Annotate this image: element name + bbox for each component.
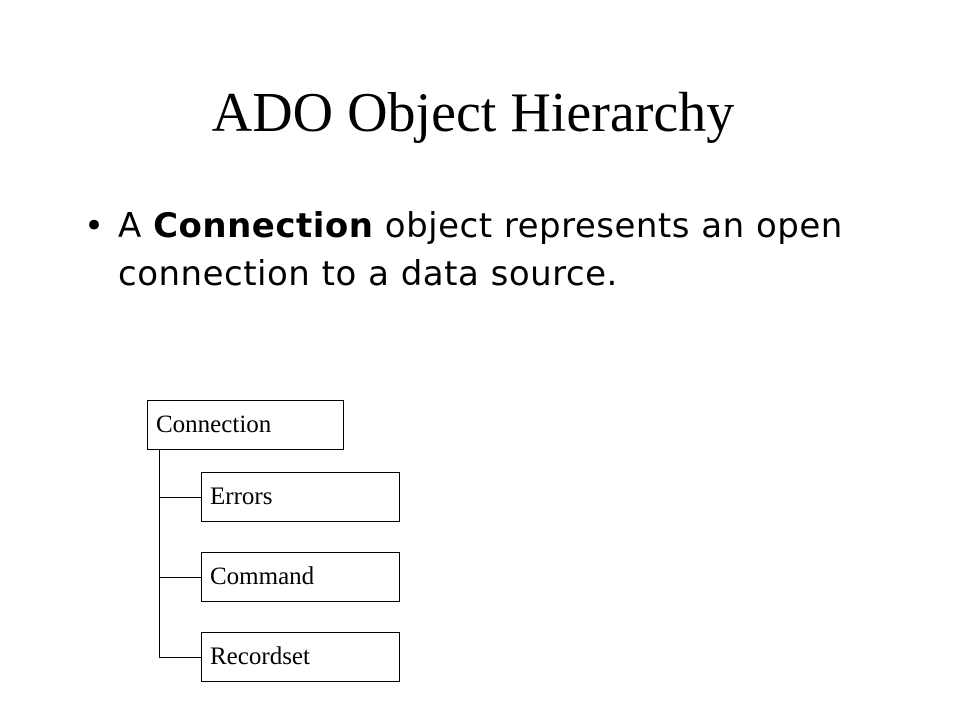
node-connection: Connection bbox=[147, 400, 344, 450]
bullet-prefix: A bbox=[118, 206, 154, 246]
tree-branch-recordset bbox=[159, 657, 201, 658]
node-command: Command bbox=[201, 552, 400, 602]
tree-branch-command bbox=[159, 577, 201, 578]
tree-branch-errors bbox=[159, 497, 201, 498]
bullet-bold-term: Connection bbox=[153, 206, 374, 246]
slide-title: ADO Object Hierarchy bbox=[211, 82, 735, 144]
tree-trunk-line bbox=[159, 450, 160, 658]
bullet-item: • A Connection object represents an open… bbox=[84, 202, 844, 298]
bullet-dot-icon: • bbox=[84, 206, 105, 246]
node-recordset: Recordset bbox=[201, 632, 400, 682]
node-errors: Errors bbox=[201, 472, 400, 522]
bullet-suffix: object represents an open connection to … bbox=[118, 206, 843, 294]
bullet-list: • A Connection object represents an open… bbox=[84, 202, 844, 298]
